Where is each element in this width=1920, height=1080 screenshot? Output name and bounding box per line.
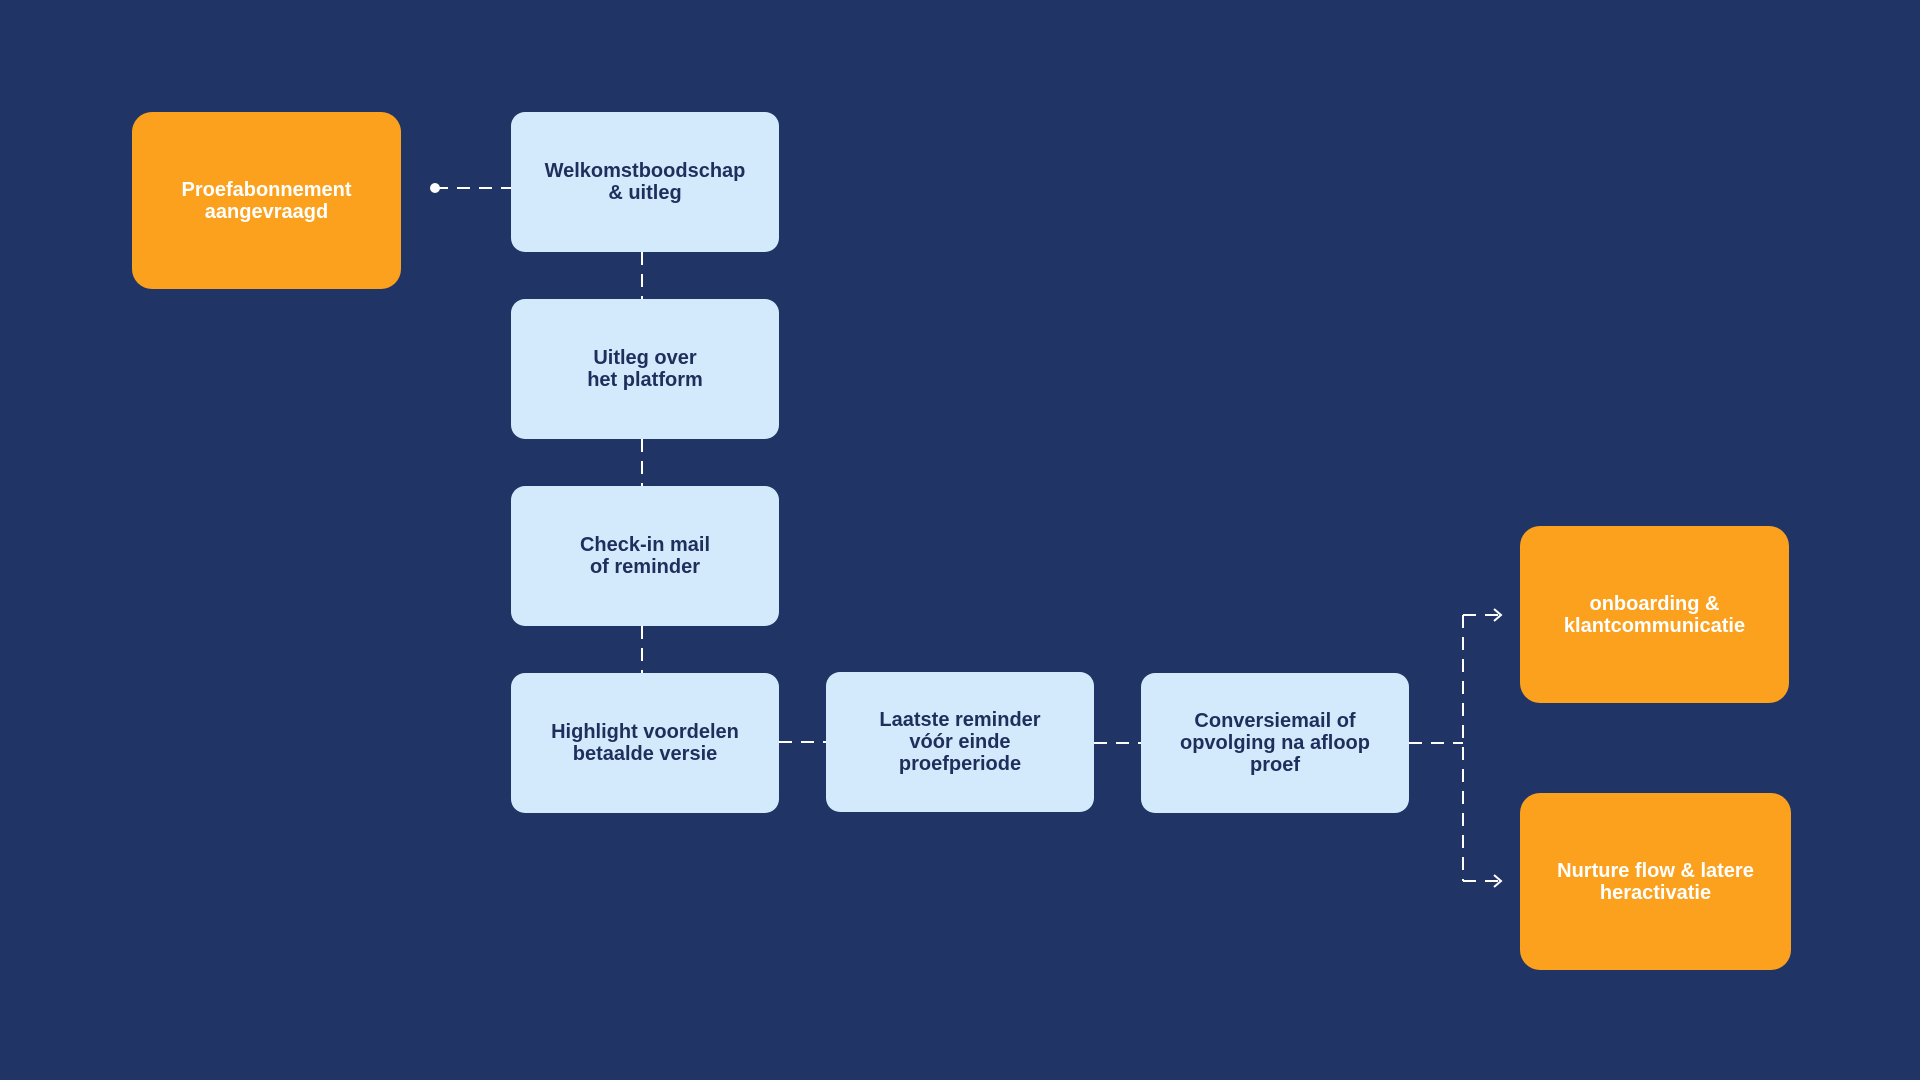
arrow-head-onboarding bbox=[1493, 608, 1503, 622]
node-nurture-outcome: Nurture flow & latere heractivatie bbox=[1520, 793, 1791, 970]
node-highlight-benefits: Highlight voordelen betaalde versie bbox=[511, 673, 779, 813]
node-platform-explanation: Uitleg over het platform bbox=[511, 299, 779, 439]
arrow-head-nurture bbox=[1493, 874, 1503, 888]
node-welcome-message: Welkomstboodschap & uitleg bbox=[511, 112, 779, 252]
node-checkin-mail: Check-in mail of reminder bbox=[511, 486, 779, 626]
node-trial-requested: Proefabonnement aangevraagd bbox=[132, 112, 401, 289]
connector-start-dot bbox=[430, 183, 440, 193]
node-last-reminder: Laatste reminder vóór einde proefperiode bbox=[826, 672, 1094, 812]
node-conversion-mail: Conversiemail of opvolging na afloop pro… bbox=[1141, 673, 1409, 813]
node-onboarding-outcome: onboarding & klantcommunicatie bbox=[1520, 526, 1789, 703]
